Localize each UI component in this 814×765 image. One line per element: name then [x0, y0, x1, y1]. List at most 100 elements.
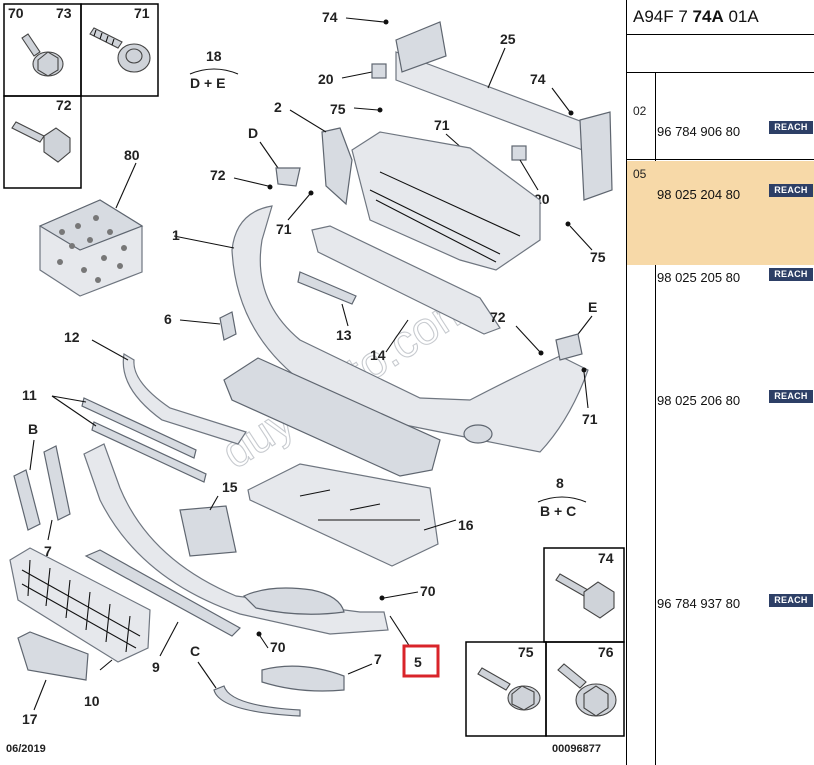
reflector-6: 6	[164, 311, 237, 341]
column-divider	[655, 72, 656, 765]
label-71: 71	[134, 5, 150, 21]
header-spacer	[627, 35, 814, 73]
foglamp-trim-7: 7	[261, 651, 382, 692]
label-17: 17	[22, 711, 38, 727]
label-75-right: 75	[590, 249, 606, 265]
screw-71-icon	[89, 27, 151, 73]
label-70-bottom: 70	[270, 639, 286, 655]
label-74-inset: 74	[598, 550, 614, 566]
lower-absorber-center	[223, 357, 441, 477]
row-code: 02	[633, 104, 647, 118]
part-row-5[interactable]: 96 784 937 80 REACH	[627, 594, 814, 654]
kit-label-8: 8 B + C	[537, 475, 587, 519]
bolt-74-icon	[555, 573, 615, 619]
clip-kit-80: 80	[38, 147, 144, 297]
exploded-parts-diagram: duyukoto.com 70 73 71 72	[3, 3, 625, 755]
part-number: 98 025 205 80	[657, 270, 741, 285]
fastener-callouts-top: 74 20 74 75 71 20 75	[318, 9, 606, 265]
ref-bold: 74A	[692, 7, 724, 26]
part-row-05[interactable]: 05 98 025 204 80 REACH	[627, 161, 814, 265]
label-C: C	[190, 643, 200, 659]
label-72-bracket: 72	[210, 167, 226, 183]
label-71-grille: 71	[434, 117, 450, 133]
label-D: D	[248, 125, 258, 141]
label-18: 18	[206, 48, 222, 64]
label-7-bottom: 7	[374, 651, 382, 667]
label-70-right: 70	[420, 583, 436, 599]
grille-strips-11: 11	[22, 387, 207, 483]
part-row-02[interactable]: 02 96 784 906 80 REACH	[627, 98, 814, 160]
diagram-date: 06/2019	[6, 743, 46, 755]
bumper-cover-1: 1	[172, 205, 589, 453]
bracket-B: B 7	[13, 421, 71, 559]
part-row-3[interactable]: 98 025 205 80 REACH	[627, 265, 814, 385]
grille-frame-12: 12	[64, 329, 247, 445]
bracket-C: C	[190, 643, 301, 717]
label-18-sub: D + E	[190, 75, 225, 91]
bracket-15: 15	[179, 479, 238, 557]
label-6: 6	[164, 311, 172, 327]
label-7-left: 7	[44, 543, 52, 559]
label-9: 9	[152, 659, 160, 675]
lower-strip-9: 9	[84, 549, 241, 675]
part-number: 96 784 937 80	[657, 596, 741, 611]
kit-label-18: 18 D + E	[189, 48, 239, 91]
label-71-side: 71	[582, 411, 598, 427]
fastener-inset-70-73-71-72: 70 73 71 72	[3, 3, 159, 189]
ref-prefix: A94F 7	[633, 7, 693, 26]
label-15: 15	[222, 479, 238, 495]
reach-badge: REACH	[769, 390, 813, 403]
label-2: 2	[274, 99, 282, 115]
label-25: 25	[500, 31, 516, 47]
label-75-inset: 75	[518, 644, 534, 660]
bolt-75-icon	[477, 667, 541, 711]
label-20-top: 20	[318, 71, 334, 87]
reach-badge: REACH	[769, 184, 813, 197]
parts-list-panel: A94F 7 74A 01A 02 96 784 906 80 REACH 05…	[626, 0, 814, 765]
lower-grille-10: 10	[9, 547, 151, 709]
absorber-14: 14	[311, 225, 501, 363]
label-8: 8	[556, 475, 564, 491]
label-76-inset: 76	[598, 644, 614, 660]
part-row-4[interactable]: 98 025 206 80 REACH	[627, 390, 814, 510]
label-14: 14	[370, 347, 386, 363]
label-10: 10	[84, 693, 100, 709]
trim-17: 17	[17, 631, 89, 727]
upper-grille-2: 2	[274, 99, 541, 271]
reach-badge: REACH	[769, 594, 813, 607]
label-16: 16	[458, 517, 474, 533]
upper-crossmember-25: 25	[395, 21, 613, 201]
label-70: 70	[8, 5, 24, 21]
reach-badge: REACH	[769, 268, 813, 281]
side-bracket-E: E 72 71	[490, 299, 598, 427]
label-8-sub: B + C	[540, 503, 576, 519]
label-1: 1	[172, 227, 180, 243]
label-5: 5	[414, 654, 422, 670]
reach-badge: REACH	[769, 121, 813, 134]
label-71-bracket: 71	[276, 221, 292, 237]
ref-suffix: 01A	[723, 7, 759, 26]
bolt-70-73-icon	[21, 33, 64, 77]
label-74-right: 74	[530, 71, 546, 87]
label-80: 80	[124, 147, 140, 163]
part-number: 98 025 204 80	[657, 187, 741, 202]
fastener-inset-74-75-76: 74 75 76	[465, 547, 625, 737]
bolt-76-icon	[557, 663, 617, 717]
lower-bumper-5: 5 70	[83, 443, 440, 678]
part-number: 98 025 206 80	[657, 393, 741, 408]
label-E: E	[588, 299, 597, 315]
highlight-box-5	[402, 644, 440, 678]
label-74-top: 74	[322, 9, 338, 25]
label-72-side: 72	[490, 309, 506, 325]
reference-header: A94F 7 74A 01A	[627, 0, 814, 35]
trim-13: 13	[297, 271, 357, 343]
document-number: 00096877	[552, 743, 601, 755]
undertray-16: 16	[247, 463, 474, 567]
bracket-D: D 72 71	[210, 125, 314, 237]
label-75-top: 75	[330, 101, 346, 117]
bolt-72-icon	[11, 121, 71, 163]
row-code: 05	[633, 167, 647, 181]
label-11: 11	[22, 387, 37, 403]
label-72: 72	[56, 97, 72, 113]
label-12: 12	[64, 329, 80, 345]
